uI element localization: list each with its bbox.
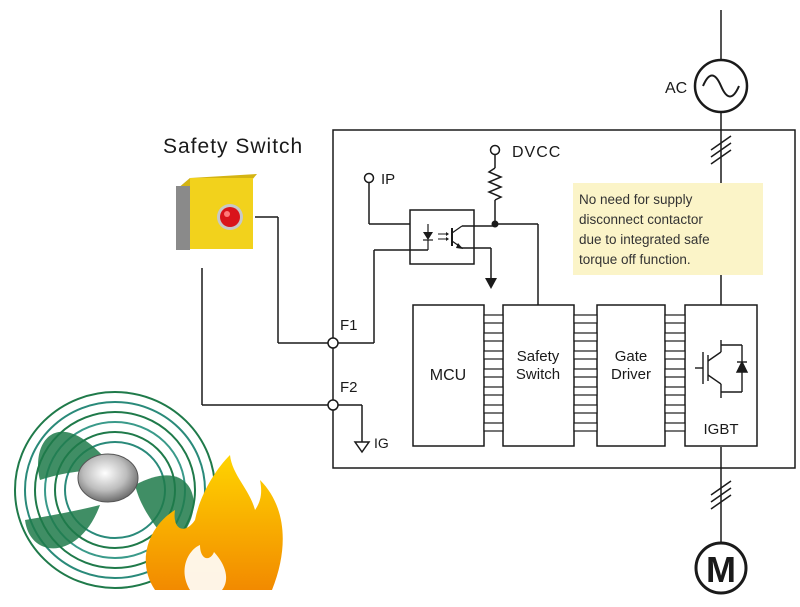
fire-icon [145,455,283,590]
block-connectors [483,314,686,432]
fan-icon [14,391,216,589]
igbt-label: IGBT [703,421,738,438]
safety-switch-button-icon [176,174,257,250]
safety-switch-label-line2: Switch [516,366,560,383]
motor-label: M [706,549,736,590]
safety-switch-block [502,304,575,447]
gate-driver-label-line1: Gate [615,348,648,365]
igbt-symbol-icon [695,340,749,398]
controller-box [332,129,796,469]
diagram-title: Safety Switch [163,135,303,158]
ac-source-icon [693,58,749,114]
note-line-1: No need for supply [579,192,693,207]
note-line-4: torque off function. [579,252,691,267]
note-line-3: due to integrated safe [579,232,710,247]
note-line-2: disconnect contactor [579,212,703,227]
optocoupler-icon [409,209,475,265]
three-phase-mark-top [710,135,732,165]
f2-terminal [327,399,339,411]
ip-label: IP [381,171,395,188]
ground-arrow [485,278,497,289]
f2-label: F2 [340,379,358,396]
igbt-block [684,304,758,447]
f1-terminal [327,337,339,349]
dvcc-label: DVCC [512,144,561,161]
ac-label: AC [665,80,687,97]
ig-label: IG [374,435,389,451]
ip-terminal [363,172,375,184]
dvcc-terminal [489,144,501,156]
resistor-icon [487,167,503,201]
safety-switch-label-line1: Safety [517,348,560,365]
motor-icon: M [694,541,748,595]
f1-label: F1 [340,317,358,334]
three-phase-mark-bottom [710,480,732,510]
info-note: No need for supply disconnect contactor … [573,183,763,275]
ig-ground-icon [353,441,371,454]
mcu-block [412,304,485,447]
mcu-label: MCU [430,367,466,384]
gate-driver-label-line2: Driver [611,366,651,383]
